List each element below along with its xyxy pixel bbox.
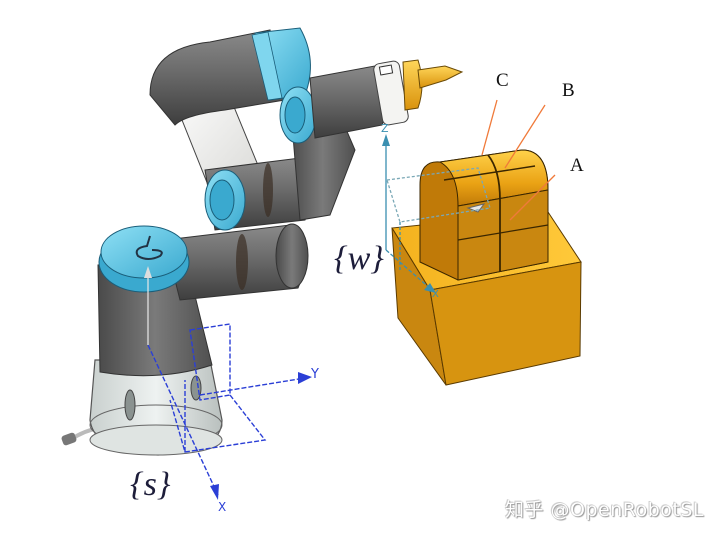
work-z-axis-label: Z [381,122,389,135]
space-y-axis-label: Y [311,367,319,382]
point-a-label: A [570,155,584,176]
workpiece [391,149,582,386]
space-z-arrow [144,266,152,278]
work-frame-axes [382,134,491,293]
point-b-label: B [562,80,575,101]
work-frame-label: {w} [334,240,384,277]
space-frame-axes [147,323,312,500]
leader-lines [481,99,556,221]
end-effector-tool [402,59,464,111]
space-x-axis-label: X [218,500,227,514]
point-c-label: C [496,70,509,91]
robot-arm [61,27,464,456]
base-joint-cap [98,225,190,293]
watermark: 知乎 @OpenRobotSL [504,499,704,521]
work-x-axis-label: X [432,289,439,300]
space-frame-label: {s} [130,466,171,503]
